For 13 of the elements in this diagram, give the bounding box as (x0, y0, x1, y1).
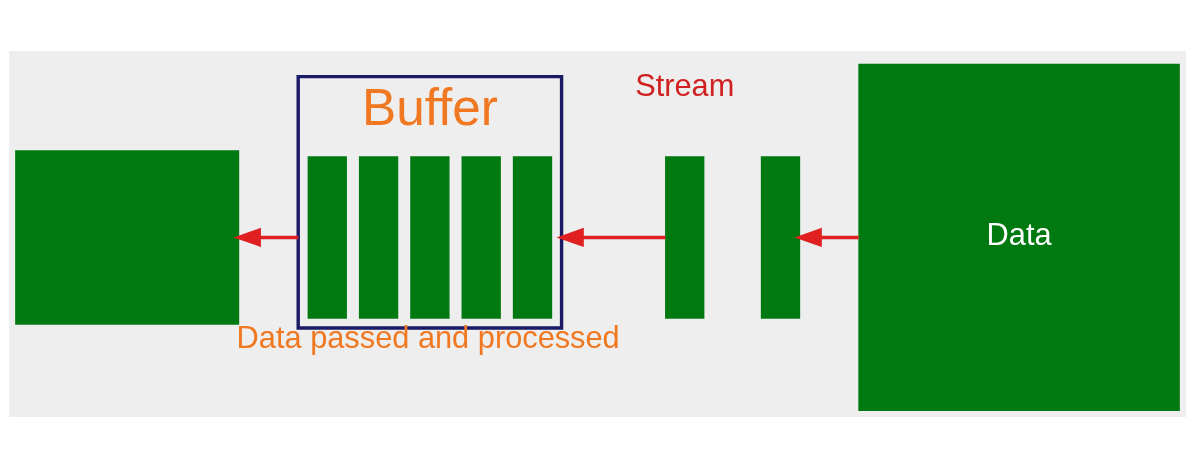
label: Stream (635, 68, 735, 104)
arrow (794, 227, 859, 247)
node-bar (512, 156, 553, 319)
node-bar (461, 156, 501, 319)
node-bar (307, 156, 347, 319)
node-bar (358, 156, 399, 319)
node-bar (760, 156, 801, 319)
node-bar (665, 156, 705, 319)
arrow (233, 227, 299, 247)
node-box (15, 150, 240, 325)
arrow (556, 227, 666, 247)
node-bar (410, 156, 450, 319)
node-box: Data (858, 63, 1180, 411)
